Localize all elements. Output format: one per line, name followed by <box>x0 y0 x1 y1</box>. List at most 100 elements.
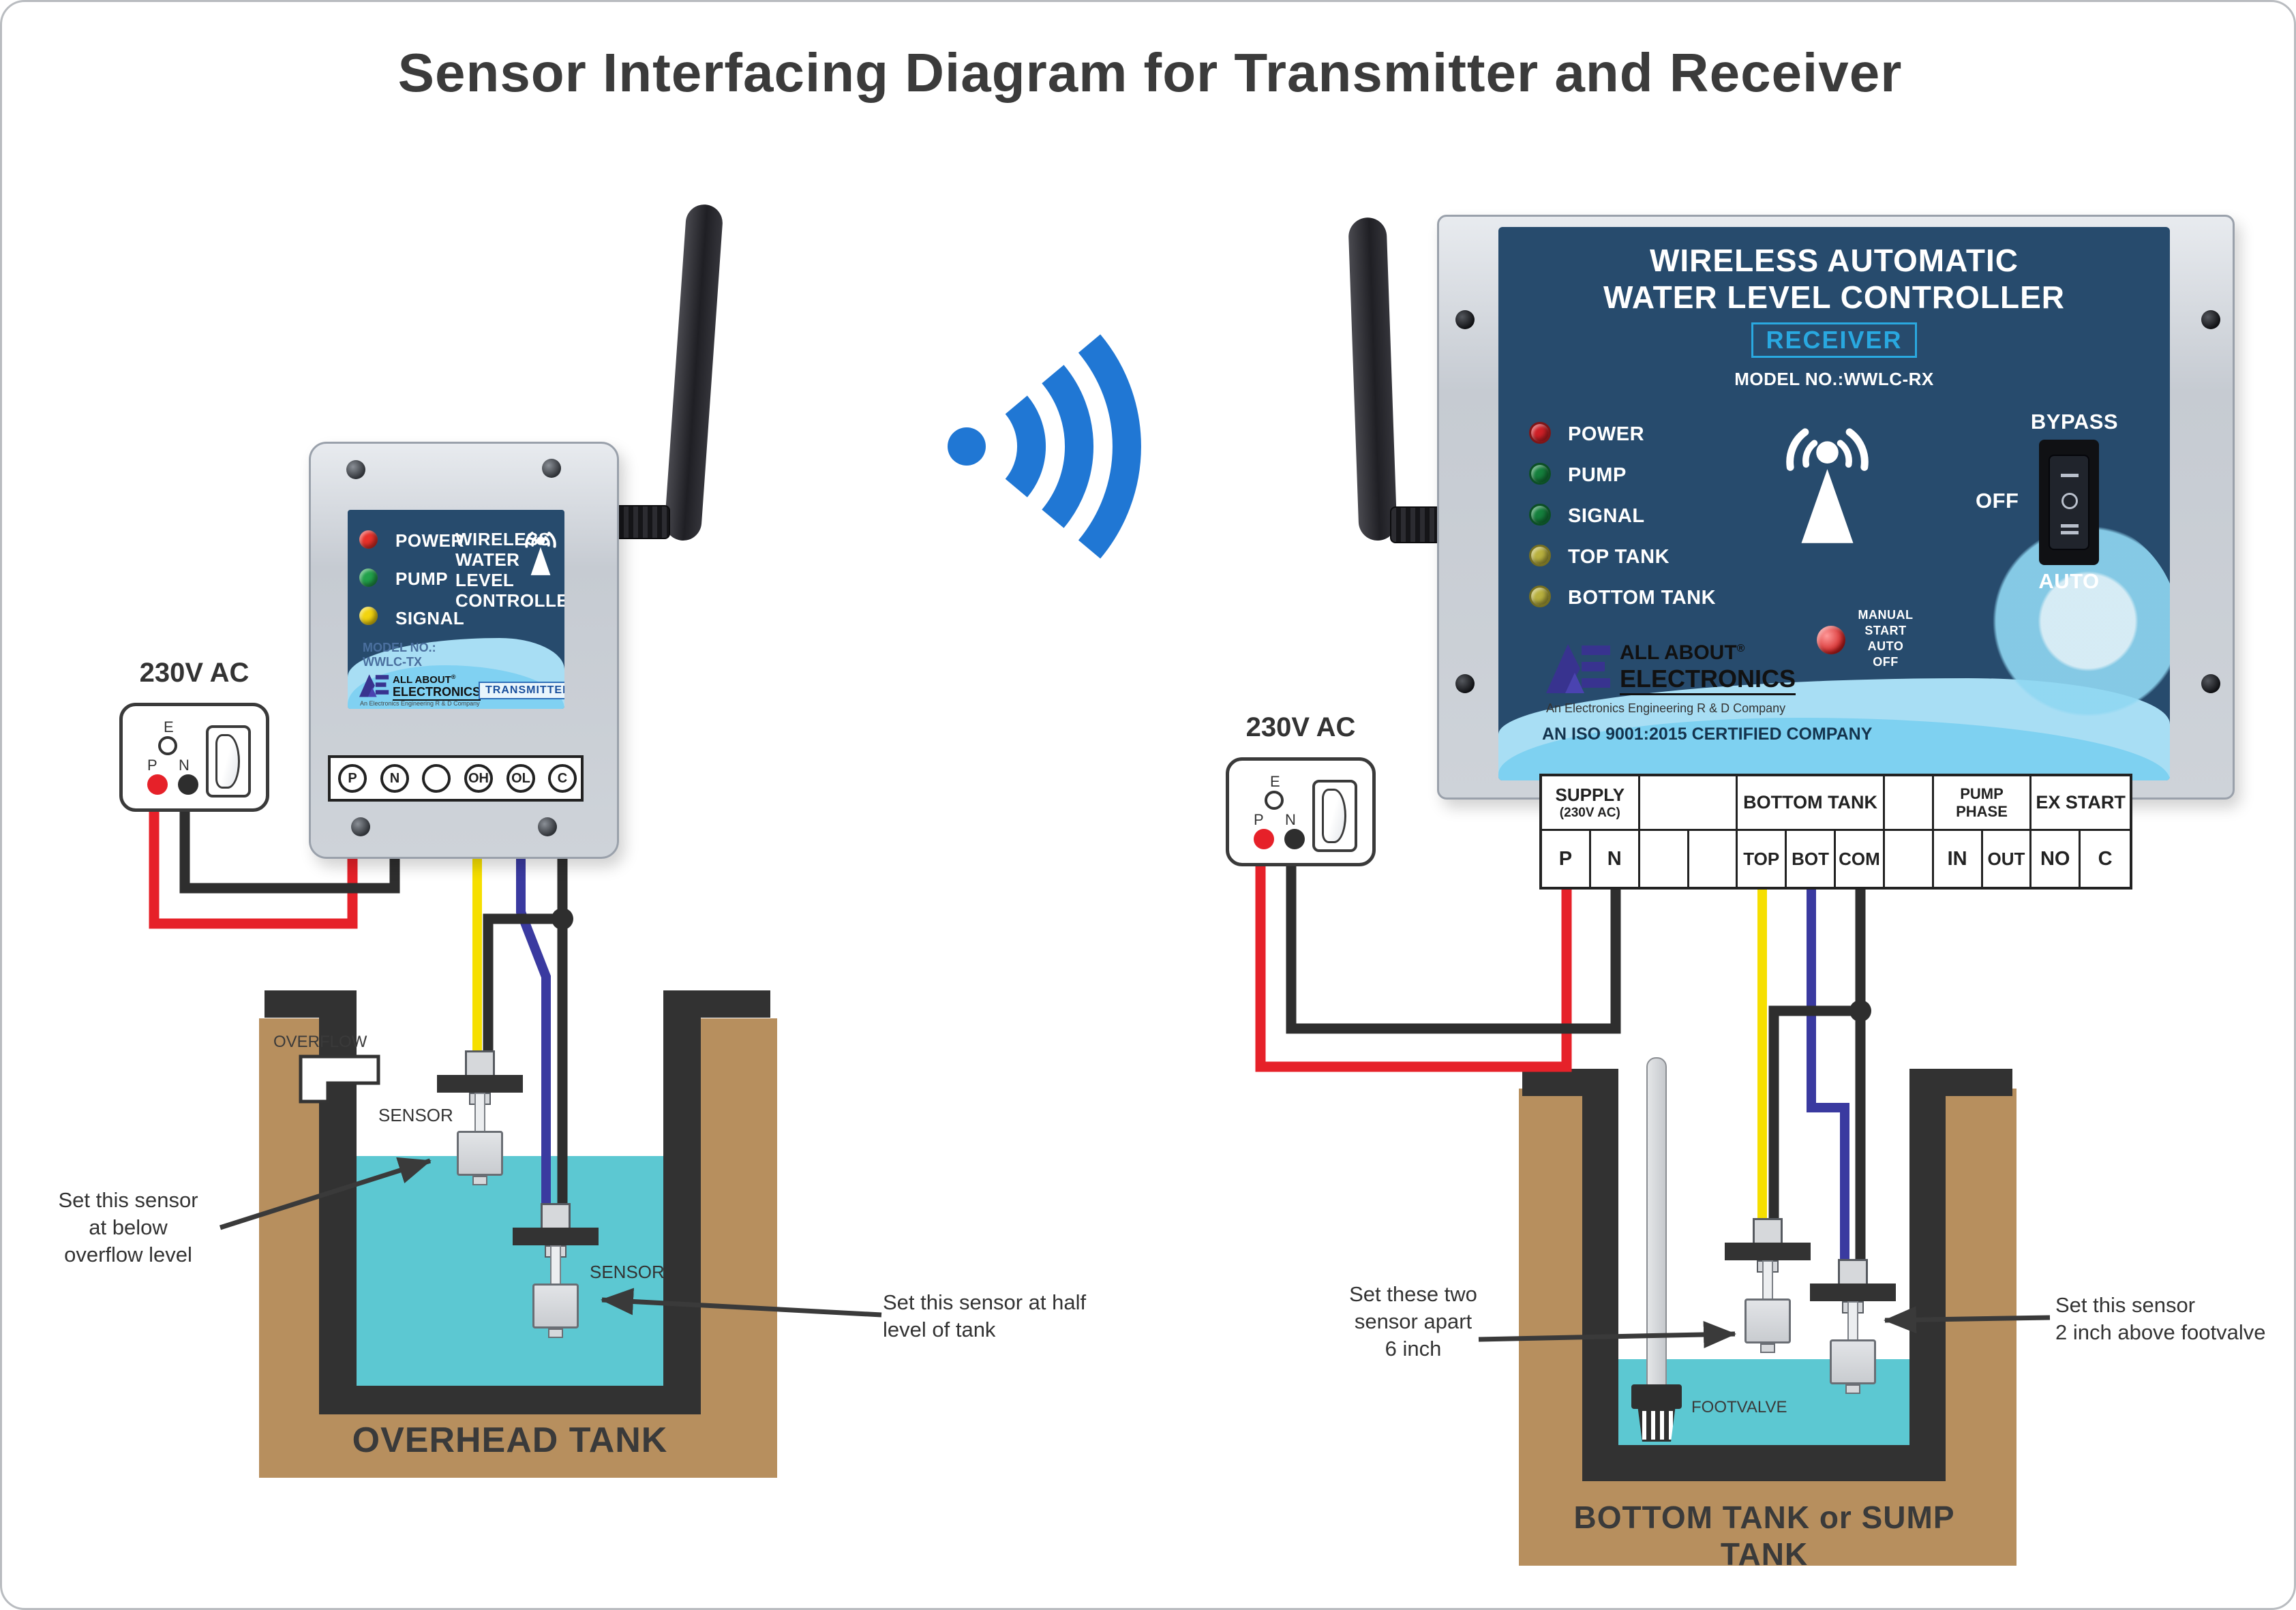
sensor-stem <box>550 1245 561 1285</box>
mains-voltage-label-left: 230V AC <box>139 658 250 688</box>
power-led <box>1529 422 1551 444</box>
overhead-tank-caption: OVERHEAD TANK <box>352 1421 668 1460</box>
screw-icon <box>346 460 365 479</box>
receiver-terminal-strip: SUPPLY (230V AC) BOTTOM TANK PUMP PHASE … <box>1539 774 2132 890</box>
screw-icon <box>2201 674 2220 693</box>
reg-mark: ® <box>1736 643 1745 654</box>
led-label-signal: SIGNAL <box>395 608 465 628</box>
antenna-tower-icon <box>1786 428 1869 543</box>
terminal-n: N <box>1591 831 1640 887</box>
earth-pin-icon <box>1265 791 1284 810</box>
bypass-switch-rocker <box>2049 455 2089 550</box>
terminal-blank-1 <box>1640 831 1689 887</box>
overhead-tank-right-wall <box>663 990 701 1414</box>
power-led <box>359 530 378 549</box>
group-supply: SUPPLY (230V AC) <box>1542 776 1640 831</box>
screw-icon <box>1455 310 1475 329</box>
logo-line1: ALL ABOUT® <box>393 673 456 686</box>
footvalve-cap <box>1631 1384 1682 1409</box>
wifi-signal-icon <box>948 334 1141 559</box>
logo-tagline: An Electronics Engineering R & D Company <box>1546 701 1786 715</box>
sensor-tip <box>548 1328 563 1338</box>
bottom-tank-led <box>1529 586 1551 607</box>
rx-neutral-wire <box>1286 838 1621 1034</box>
overhead-tank-left-cap <box>265 990 320 1018</box>
earth-pin-label: E <box>1270 773 1280 790</box>
bottom-tank-bottom <box>1582 1445 1946 1481</box>
sensor-float <box>1744 1298 1791 1343</box>
aae-logo-icon <box>1546 644 1610 693</box>
neutral-pin-label: N <box>179 757 190 774</box>
terminal-p: P <box>338 764 367 793</box>
switch-auto-mark2 <box>2061 531 2079 534</box>
screw-icon <box>542 459 561 478</box>
overhead-tank-right-cap <box>699 990 770 1018</box>
phase-pin-icon <box>147 774 168 795</box>
bottom-tank-right-wall <box>1909 1069 1946 1481</box>
arrow-half-level <box>601 1288 882 1318</box>
transmitter-panel: POWER PUMP SIGNAL WIRELESS WATER LEVEL C… <box>348 510 564 709</box>
receiver-title-line2: WATER LEVEL CONTROLLER <box>1603 279 2066 315</box>
group-bottom-tank: BOTTOM TANK <box>1738 776 1885 831</box>
logo-tagline: An Electronics Engineering R & D Company <box>360 700 480 707</box>
screw-icon <box>351 817 370 836</box>
footvalve-label: FOOTVALVE <box>1691 1398 1787 1416</box>
arrow-above-footvalve <box>1884 1306 2051 1334</box>
sensor-flange <box>513 1228 599 1245</box>
rx-common-branch-wire <box>1768 1005 1860 1230</box>
float-sensor-bottom-top <box>1723 1218 1812 1354</box>
terminal-oh: OH <box>464 764 493 793</box>
top-tank-led <box>1529 545 1551 566</box>
bypass-label: BYPASS <box>2030 410 2119 434</box>
bottom-tank-left-wall <box>1582 1069 1618 1481</box>
transmitter-badge: TRANSMITTER <box>479 682 564 699</box>
annotation-above-footvalve: Set this sensor 2 inch above footvalve <box>2055 1293 2266 1344</box>
power-switch <box>206 725 251 798</box>
earth-pin-label: E <box>164 718 174 735</box>
antenna-tower-icon <box>525 532 556 575</box>
terminal-ol: OL <box>507 764 535 793</box>
float-sensor-overhead-half <box>511 1203 600 1339</box>
float-sensor-bottom-low <box>1809 1259 1897 1395</box>
phase-pin-label: P <box>1254 811 1264 828</box>
footvalve-basket <box>1637 1409 1676 1442</box>
switch-on-mark <box>2061 474 2079 477</box>
iso-certified-label: AN ISO 9001:2015 CERTIFIED COMPANY <box>1542 725 1873 744</box>
transmitter-terminal-strip: P N OH OL C <box>328 755 584 802</box>
brand-line-3: LEVEL <box>455 570 515 590</box>
logo-line2: ELECTRONICS <box>393 685 481 701</box>
screw-icon <box>1455 674 1475 693</box>
sensor-tip <box>1845 1384 1860 1394</box>
switch-off-mark <box>2061 493 2078 509</box>
sensor-float <box>457 1131 503 1176</box>
terminal-c: C <box>548 764 577 793</box>
led-label-power: POWER <box>1568 423 1645 445</box>
neutral-pin-icon <box>178 774 198 795</box>
group-blank-1 <box>1640 776 1738 831</box>
led-label-pump: PUMP <box>1568 464 1627 486</box>
arrow-six-inch <box>1478 1320 1736 1348</box>
phase-pin-label: P <box>147 757 157 774</box>
sensor-tip <box>472 1176 487 1185</box>
brand-line-2: WATER <box>455 549 520 570</box>
pump-led <box>1529 463 1551 485</box>
terminal-p: P <box>1542 831 1591 887</box>
switch-auto-mark <box>2061 524 2079 528</box>
arrow-below-overflow <box>219 1157 432 1230</box>
mains-socket-right: E P N <box>1226 757 1376 866</box>
receiver-badge-wrap: RECEIVER <box>1498 322 2170 358</box>
pump-led <box>359 568 378 587</box>
float-sensor-overhead-top <box>436 1050 524 1187</box>
led-label-power: POWER <box>395 530 464 551</box>
terminal-out: OUT <box>1983 831 2032 887</box>
sensor-label-half: SENSOR <box>590 1262 665 1282</box>
screw-icon <box>2201 310 2220 329</box>
manual-start-label: MANUAL START AUTO OFF <box>1858 608 1914 669</box>
brand-line-4: CONTROLLER <box>455 590 564 611</box>
overflow-label: OVERFLOW <box>273 1033 367 1051</box>
rx-junction-dot <box>1849 1000 1871 1022</box>
aae-logo-icon <box>359 674 389 697</box>
sensor-stem <box>1847 1301 1858 1341</box>
group-ex-start: EX START <box>2031 776 2130 831</box>
terminal-n: N <box>380 764 409 793</box>
